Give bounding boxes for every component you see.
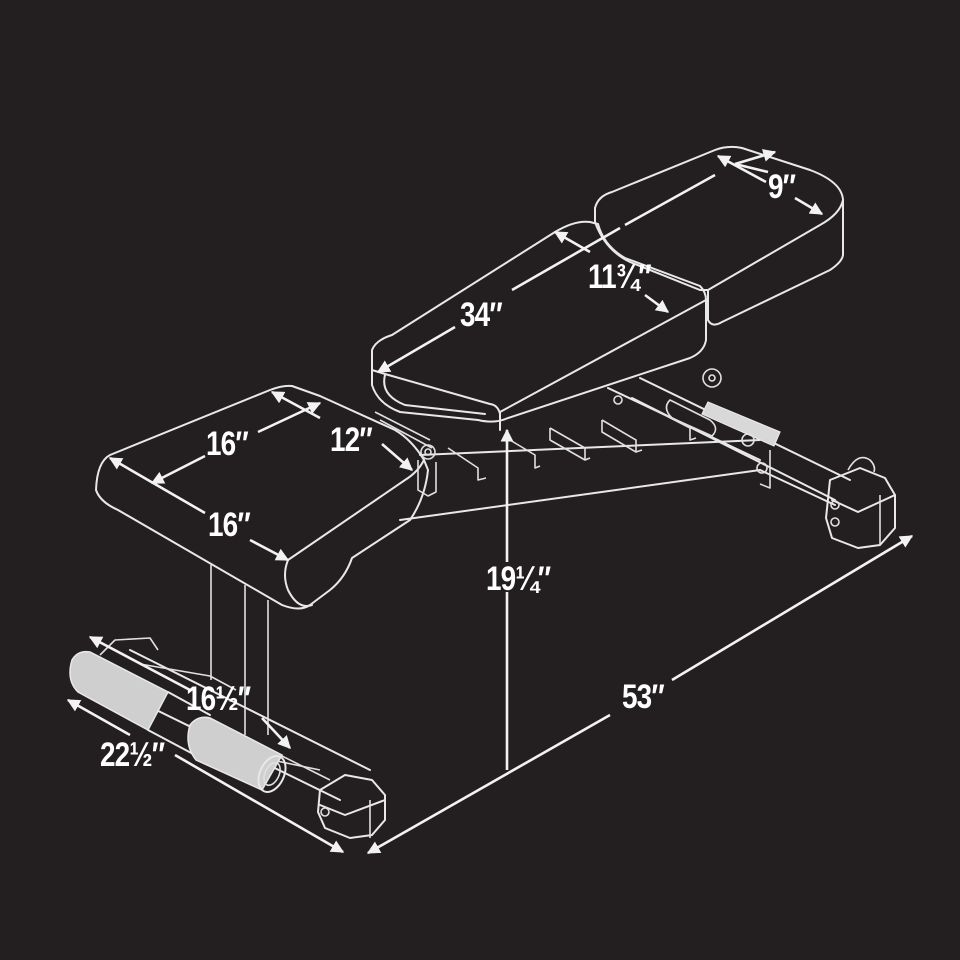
backrest-head-section <box>594 145 844 326</box>
foam-roller-left <box>69 650 211 756</box>
dimension-label-seat-gap: 12″ <box>330 421 373 459</box>
dimension-label-front-foot-inner-length: 16½″ <box>186 680 251 718</box>
rear-foot <box>825 456 896 549</box>
backrest-main-pad <box>371 220 707 431</box>
dimension-label-seat-height: 19¼″ <box>486 560 551 598</box>
dimension-label-seat-length: 16″ <box>208 506 251 544</box>
dimension-label-overall-length: 53″ <box>622 678 665 716</box>
seat-hinge <box>374 411 437 497</box>
rear-frame-rail <box>399 377 851 521</box>
dimension-label-backrest-length: 34″ <box>460 296 503 334</box>
dimension-label-backrest-section-length: 11¾″ <box>588 258 652 296</box>
foam-roller-right <box>187 716 287 793</box>
adjustment-pin <box>665 368 781 489</box>
dimension-label-front-foot-total-length: 22½″ <box>100 736 165 774</box>
seat-pad <box>95 384 429 610</box>
front-support-post <box>210 565 269 735</box>
dimension-label-seat-width: 16″ <box>206 425 249 463</box>
dimension-lines <box>66 149 914 855</box>
dimension-label-backrest-top-width: 9″ <box>768 168 796 206</box>
ladder-brackets <box>447 395 697 481</box>
